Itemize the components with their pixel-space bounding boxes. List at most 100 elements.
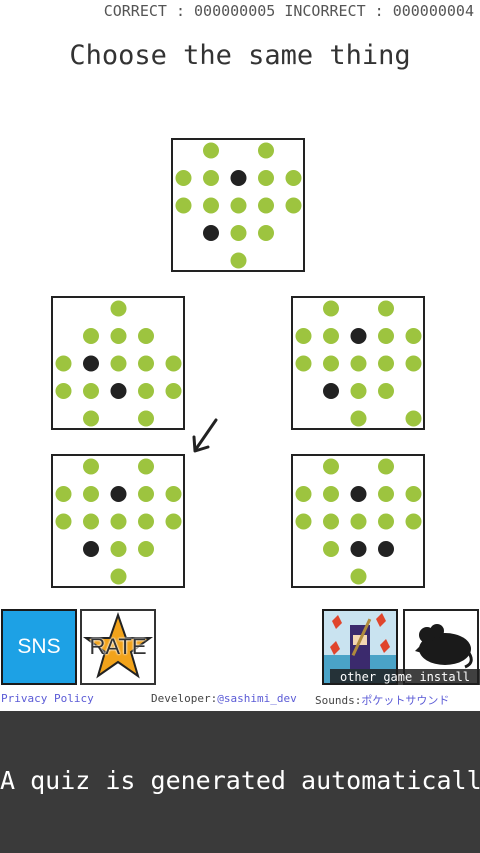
- option-card-bottom-right[interactable]: [291, 454, 425, 588]
- incorrect-count: 000000004: [392, 2, 474, 20]
- green-dot: [203, 170, 219, 186]
- developer-link[interactable]: @sashimi_dev: [217, 692, 297, 705]
- green-dot: [55, 355, 72, 372]
- green-dot: [295, 486, 312, 502]
- green-dot: [378, 513, 394, 530]
- black-dot: [323, 383, 339, 399]
- black-dot: [110, 486, 127, 502]
- dot-pattern: [295, 458, 422, 585]
- green-dot: [378, 383, 394, 399]
- green-dot: [378, 300, 394, 317]
- sns-label: SNS: [17, 635, 61, 658]
- green-dot: [230, 225, 247, 241]
- green-dot: [83, 486, 99, 502]
- green-dot: [323, 355, 339, 372]
- green-dot: [55, 486, 72, 502]
- banner-text: A quiz is generated automatically: [0, 766, 480, 795]
- option-card-top-left[interactable]: [51, 296, 185, 430]
- green-dot: [378, 328, 394, 344]
- green-dot: [110, 300, 127, 317]
- black-dot: [83, 541, 99, 557]
- green-dot: [83, 513, 99, 530]
- green-dot: [350, 410, 367, 427]
- black-dot: [203, 225, 219, 241]
- green-dot: [378, 355, 394, 372]
- privacy-policy-link[interactable]: Privacy Policy: [1, 692, 94, 705]
- dot-pattern: [55, 458, 182, 585]
- correct-count: 000000005: [194, 2, 276, 20]
- green-dot: [378, 458, 394, 475]
- green-dot: [405, 355, 422, 372]
- dot-pattern: [295, 300, 422, 427]
- rate-button[interactable]: RATE: [80, 609, 156, 685]
- black-dot: [378, 541, 394, 557]
- dot-pattern: [175, 142, 302, 269]
- score-display: CORRECT : 000000005 INCORRECT : 00000000…: [103, 2, 474, 20]
- green-dot: [295, 328, 312, 344]
- incorrect-label: INCORRECT: [284, 2, 366, 20]
- developer-credit: Developer:@sashimi_dev: [151, 692, 297, 705]
- green-dot: [230, 252, 247, 269]
- other-game-install-label[interactable]: other game install: [330, 669, 480, 685]
- green-dot: [138, 410, 154, 427]
- green-dot: [138, 328, 154, 344]
- green-dot: [258, 170, 274, 186]
- green-dot: [258, 225, 274, 241]
- green-dot: [138, 541, 154, 557]
- sounds-credit: Sounds:ポケットサウンド: [315, 692, 449, 708]
- green-dot: [175, 197, 192, 214]
- green-dot: [175, 170, 192, 186]
- green-dot: [323, 486, 339, 502]
- green-dot: [110, 541, 127, 557]
- green-dot: [405, 328, 422, 344]
- green-dot: [378, 486, 394, 502]
- green-dot: [258, 142, 274, 159]
- green-dot: [405, 486, 422, 502]
- green-dot: [285, 197, 302, 214]
- green-dot: [83, 383, 99, 399]
- green-dot: [110, 568, 127, 585]
- green-dot: [323, 300, 339, 317]
- green-dot: [405, 410, 422, 427]
- green-dot: [323, 458, 339, 475]
- black-dot: [110, 383, 127, 399]
- green-dot: [83, 410, 99, 427]
- green-dot: [110, 513, 127, 530]
- green-dot: [230, 197, 247, 214]
- green-dot: [165, 383, 182, 399]
- green-dot: [405, 513, 422, 530]
- black-dot: [83, 355, 99, 372]
- developer-label: Developer:: [151, 692, 218, 705]
- green-dot: [295, 513, 312, 530]
- black-dot: [350, 541, 367, 557]
- green-dot: [295, 355, 312, 372]
- footer-links: Privacy Policy Developer:@sashimi_dev So…: [0, 692, 480, 708]
- target-pattern-card: [171, 138, 305, 272]
- green-dot: [83, 458, 99, 475]
- green-dot: [323, 328, 339, 344]
- ad-banner[interactable]: A quiz is generated automatically: [0, 711, 480, 853]
- sns-button[interactable]: SNS: [1, 609, 77, 685]
- green-dot: [165, 355, 182, 372]
- green-dot: [350, 383, 367, 399]
- green-dot: [203, 197, 219, 214]
- green-dot: [138, 458, 154, 475]
- green-dot: [138, 513, 154, 530]
- green-dot: [138, 355, 154, 372]
- green-dot: [258, 197, 274, 214]
- green-dot: [350, 355, 367, 372]
- quiz-title: Choose the same thing: [69, 40, 411, 71]
- sounds-label: Sounds:: [315, 694, 362, 707]
- mouse-silhouette-icon: [415, 624, 473, 669]
- sounds-link[interactable]: ポケットサウンド: [361, 694, 450, 707]
- green-dot: [138, 383, 154, 399]
- option-card-top-right[interactable]: [291, 296, 425, 430]
- green-dot: [203, 142, 219, 159]
- pointer-arrow-icon: [192, 418, 218, 453]
- rate-label: RATE: [89, 634, 147, 659]
- option-card-bottom-left[interactable]: [51, 454, 185, 588]
- green-dot: [165, 513, 182, 530]
- green-dot: [323, 541, 339, 557]
- green-dot: [350, 568, 367, 585]
- correct-label: CORRECT: [103, 2, 167, 20]
